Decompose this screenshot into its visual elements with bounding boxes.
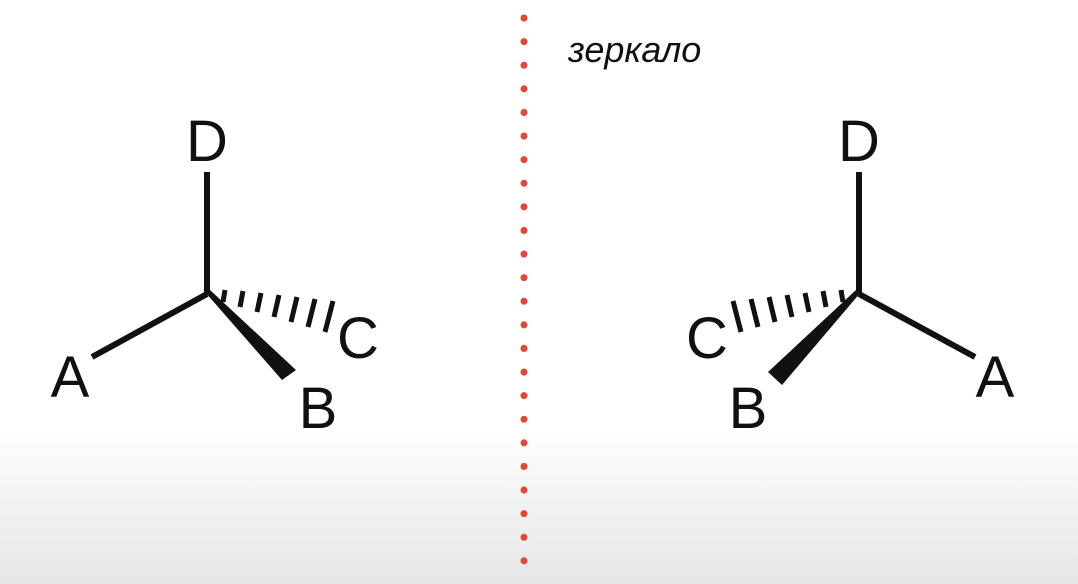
- right-label-a: A: [976, 345, 1015, 410]
- left-label-b: B: [299, 376, 338, 441]
- left-bond-c-hashed: [220, 289, 336, 333]
- right-bond-c-hashed: [730, 289, 846, 333]
- molecule-right: D A B C: [686, 109, 1015, 441]
- left-label-c: C: [337, 306, 379, 371]
- right-label-d: D: [838, 109, 880, 174]
- right-label-b: B: [729, 376, 768, 441]
- left-label-a: A: [51, 345, 90, 410]
- left-label-d: D: [186, 109, 228, 174]
- molecule-left: D A B C: [51, 109, 379, 441]
- left-bond-a: [90, 291, 209, 360]
- right-bond-a: [857, 291, 977, 360]
- right-label-c: C: [686, 306, 728, 371]
- mirror-label: зеркало: [567, 29, 701, 70]
- right-bond-b-wedge: [768, 290, 861, 385]
- left-bond-b-wedge: [205, 290, 296, 380]
